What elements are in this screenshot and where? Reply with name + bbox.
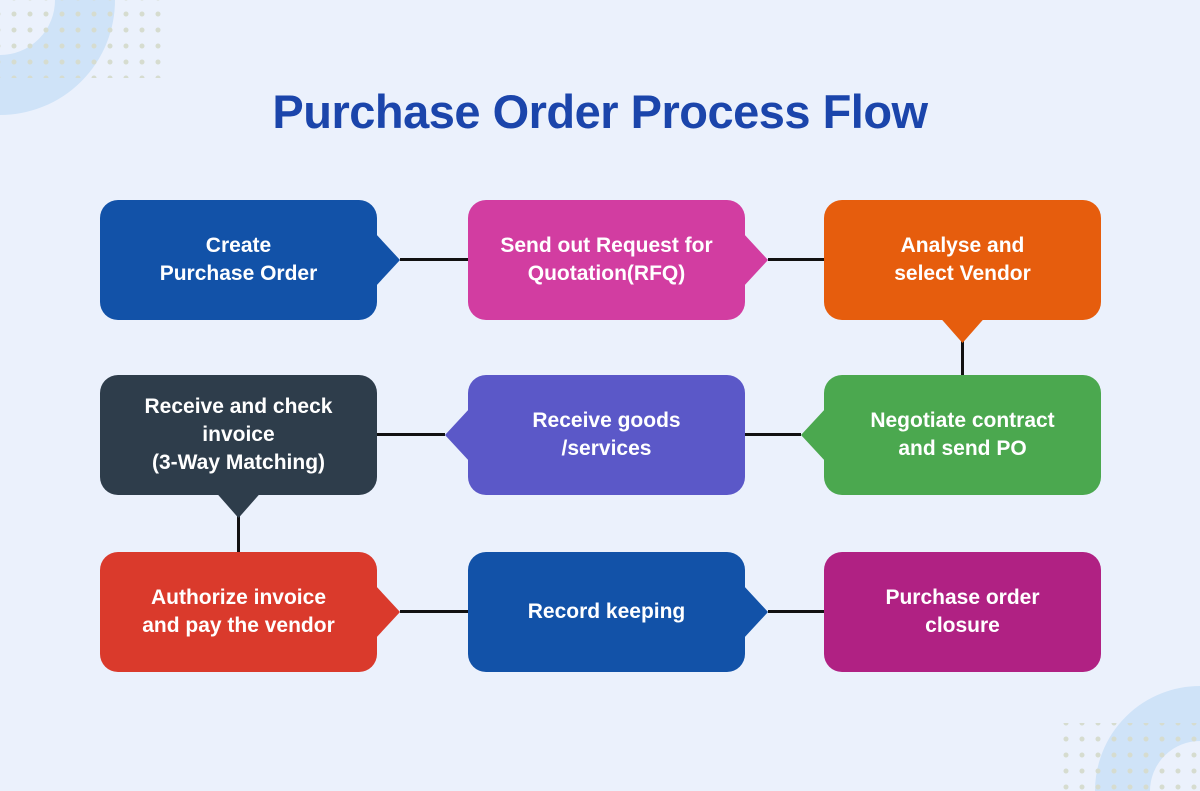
diagram-title: Purchase Order Process Flow [272, 85, 928, 138]
connector-line [237, 507, 240, 553]
connector-line [768, 610, 824, 613]
arrow-right-pointer-icon [743, 233, 768, 287]
arrow-left-pointer-icon [445, 408, 470, 462]
dot-grid-decoration-top-left [0, 0, 166, 78]
flow-step-create-purchase-order: Create Purchase Order [100, 200, 400, 320]
arrow-right-pointer-icon [375, 233, 400, 287]
connector-line [961, 332, 964, 376]
flow-step-receive-check-invoice: Receive and check invoice (3-Way Matchin… [100, 375, 377, 518]
flow-step-purchase-order-closure: Purchase order closure [824, 552, 1101, 672]
dot-grid-decoration-bottom-right [1054, 723, 1200, 791]
connector-line [745, 433, 801, 436]
flow-step-record-keeping: Record keeping [468, 552, 768, 672]
arrow-down-pointer-icon [940, 318, 985, 343]
arrow-left-pointer-icon [801, 408, 826, 462]
connector-line [400, 610, 468, 613]
arrow-right-pointer-icon [743, 585, 768, 639]
arrow-right-pointer-icon [375, 585, 400, 639]
flow-step-authorize-invoice-pay-vendor: Authorize invoice and pay the vendor [100, 552, 400, 672]
flow-step-analyse-select-vendor: Analyse and select Vendor [824, 200, 1101, 343]
flow-step-negotiate-contract-send-po: Negotiate contract and send PO [801, 375, 1101, 495]
flow-step-receive-goods-services: Receive goods /services [445, 375, 745, 495]
arrow-down-pointer-icon [216, 493, 261, 518]
connector-line [377, 433, 445, 436]
connector-line [768, 258, 824, 261]
connector-line [400, 258, 468, 261]
flow-step-send-rfq: Send out Request for Quotation(RFQ) [468, 200, 768, 320]
